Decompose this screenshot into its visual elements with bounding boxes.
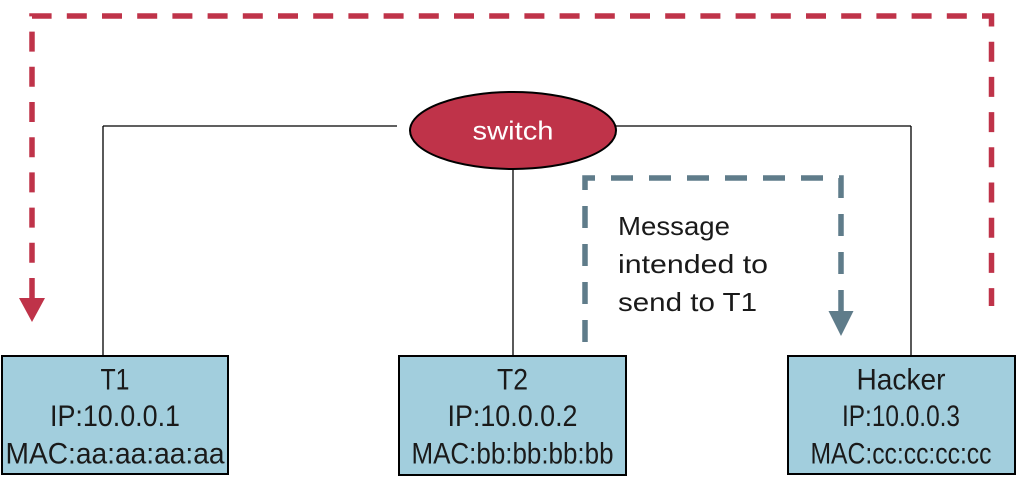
svg-text:T1: T1 [101, 364, 130, 397]
svg-text:Message: Message [618, 211, 730, 241]
svg-text:send to T1: send to T1 [618, 287, 757, 317]
svg-text:T2: T2 [497, 364, 528, 397]
svg-text:switch: switch [473, 116, 554, 146]
svg-text:intended to: intended to [618, 249, 768, 279]
svg-text:MAC:bb:bb:bb:bb: MAC:bb:bb:bb:bb [412, 438, 614, 471]
svg-text:IP:10.0.0.2: IP:10.0.0.2 [448, 400, 578, 433]
svg-text:MAC:cc:cc:cc:cc: MAC:cc:cc:cc:cc [811, 438, 992, 471]
svg-text:MAC:aa:aa:aa:aa: MAC:aa:aa:aa:aa [6, 438, 225, 471]
svg-text:IP:10.0.0.1: IP:10.0.0.1 [50, 400, 180, 433]
svg-text:Hacker: Hacker [857, 364, 946, 397]
svg-text:IP:10.0.0.3: IP:10.0.0.3 [842, 400, 960, 433]
